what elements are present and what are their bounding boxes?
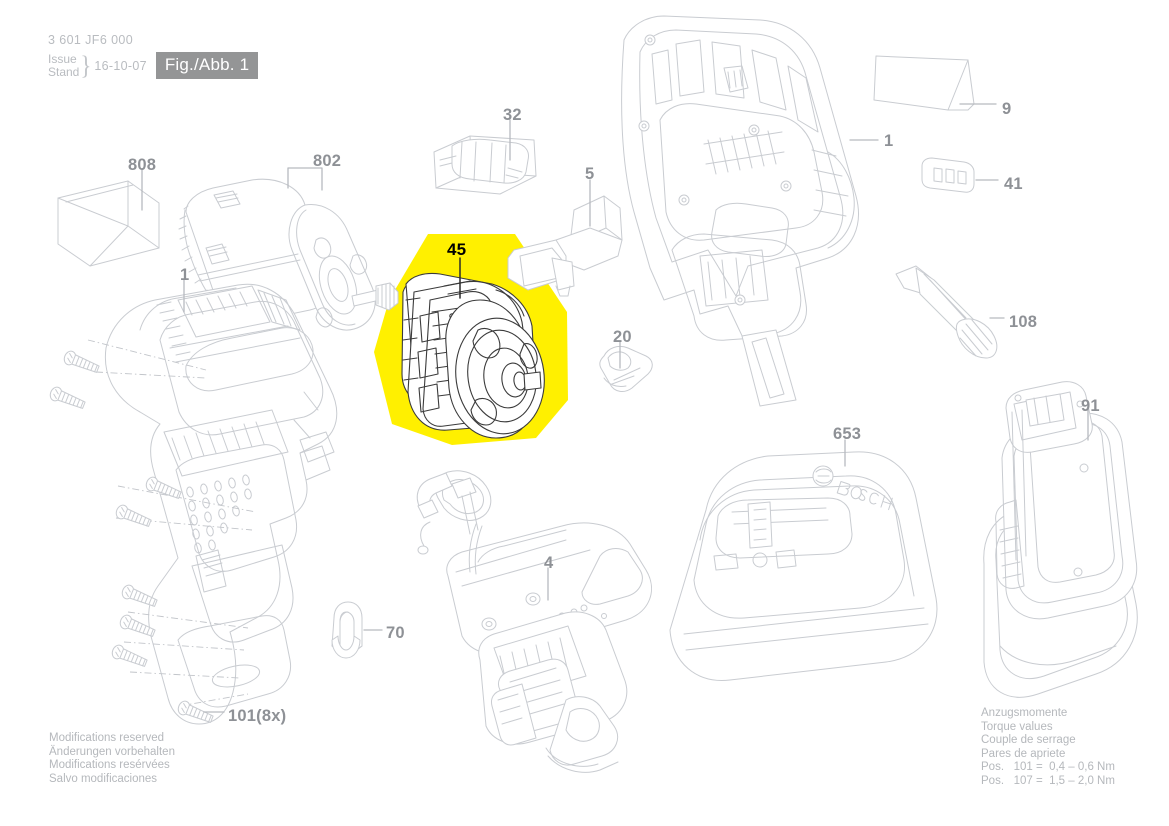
- callout-label-5: 5: [585, 165, 595, 183]
- leader-lines: [141, 103, 1089, 713]
- callout-label-20: 20: [613, 328, 632, 346]
- part-808-motor-sleeve: [57, 180, 160, 267]
- part-1-housing-half-left: [87, 283, 338, 725]
- part-9-nameplate-label: [873, 55, 975, 111]
- callout-label-4: 4: [544, 554, 554, 572]
- issue-label: Issue: [48, 51, 77, 66]
- callout-label-802: 802: [313, 152, 342, 170]
- callout-label-32: 32: [503, 106, 522, 124]
- figure-badge: Fig./Abb. 1: [155, 52, 259, 79]
- part-653-battery-charger: [669, 451, 938, 681]
- part-91-battery-pack: [983, 381, 1138, 698]
- torque-values-note: Anzugsmomente Torque values Couple de se…: [981, 707, 1115, 787]
- issue-stand-block: Issue Stand } 16-10-07 Fig./Abb. 1: [48, 51, 259, 80]
- callout-label-1: 1: [884, 132, 894, 150]
- part-45-gearbox-assembly: [401, 272, 545, 439]
- part-802-dc-motor: [178, 178, 399, 331]
- part-108-screwdriver-bit: [895, 265, 998, 359]
- callout-label-9: 9: [1002, 100, 1012, 118]
- document-date: 16-10-07: [94, 58, 147, 73]
- callout-label-1018x: 101(8x): [228, 707, 287, 725]
- callout-label-808: 808: [128, 156, 157, 174]
- modifications-reserved-note: Modifications reserved Änderungen vorbeh…: [49, 732, 175, 785]
- callout-label-653: 653: [833, 425, 862, 443]
- brace-glyph: }: [80, 51, 92, 80]
- part-5-direction-selector: [507, 195, 623, 297]
- callout-label-45: 45: [447, 240, 467, 259]
- part-101-screws: [49, 350, 214, 723]
- issue-stand-labels: Issue Stand: [48, 51, 80, 79]
- part-32-led-module: [433, 135, 537, 195]
- stand-label: Stand: [48, 64, 80, 79]
- document-part-number: 3 601 JF6 000: [48, 33, 134, 47]
- part-4-switch-pcb-assembly: [416, 470, 652, 773]
- callout-label-70: 70: [386, 624, 405, 642]
- callout-label-1: 1: [180, 266, 190, 284]
- part-70-retaining-clip: [331, 601, 363, 659]
- callout-label-108: 108: [1009, 313, 1038, 331]
- callout-label-41: 41: [1004, 175, 1023, 193]
- callout-label-91: 91: [1081, 397, 1100, 415]
- part-1-housing-half-right: [621, 15, 859, 407]
- part-41-battery-indicator: [921, 157, 975, 193]
- part-20-rocker-lever: [599, 345, 653, 392]
